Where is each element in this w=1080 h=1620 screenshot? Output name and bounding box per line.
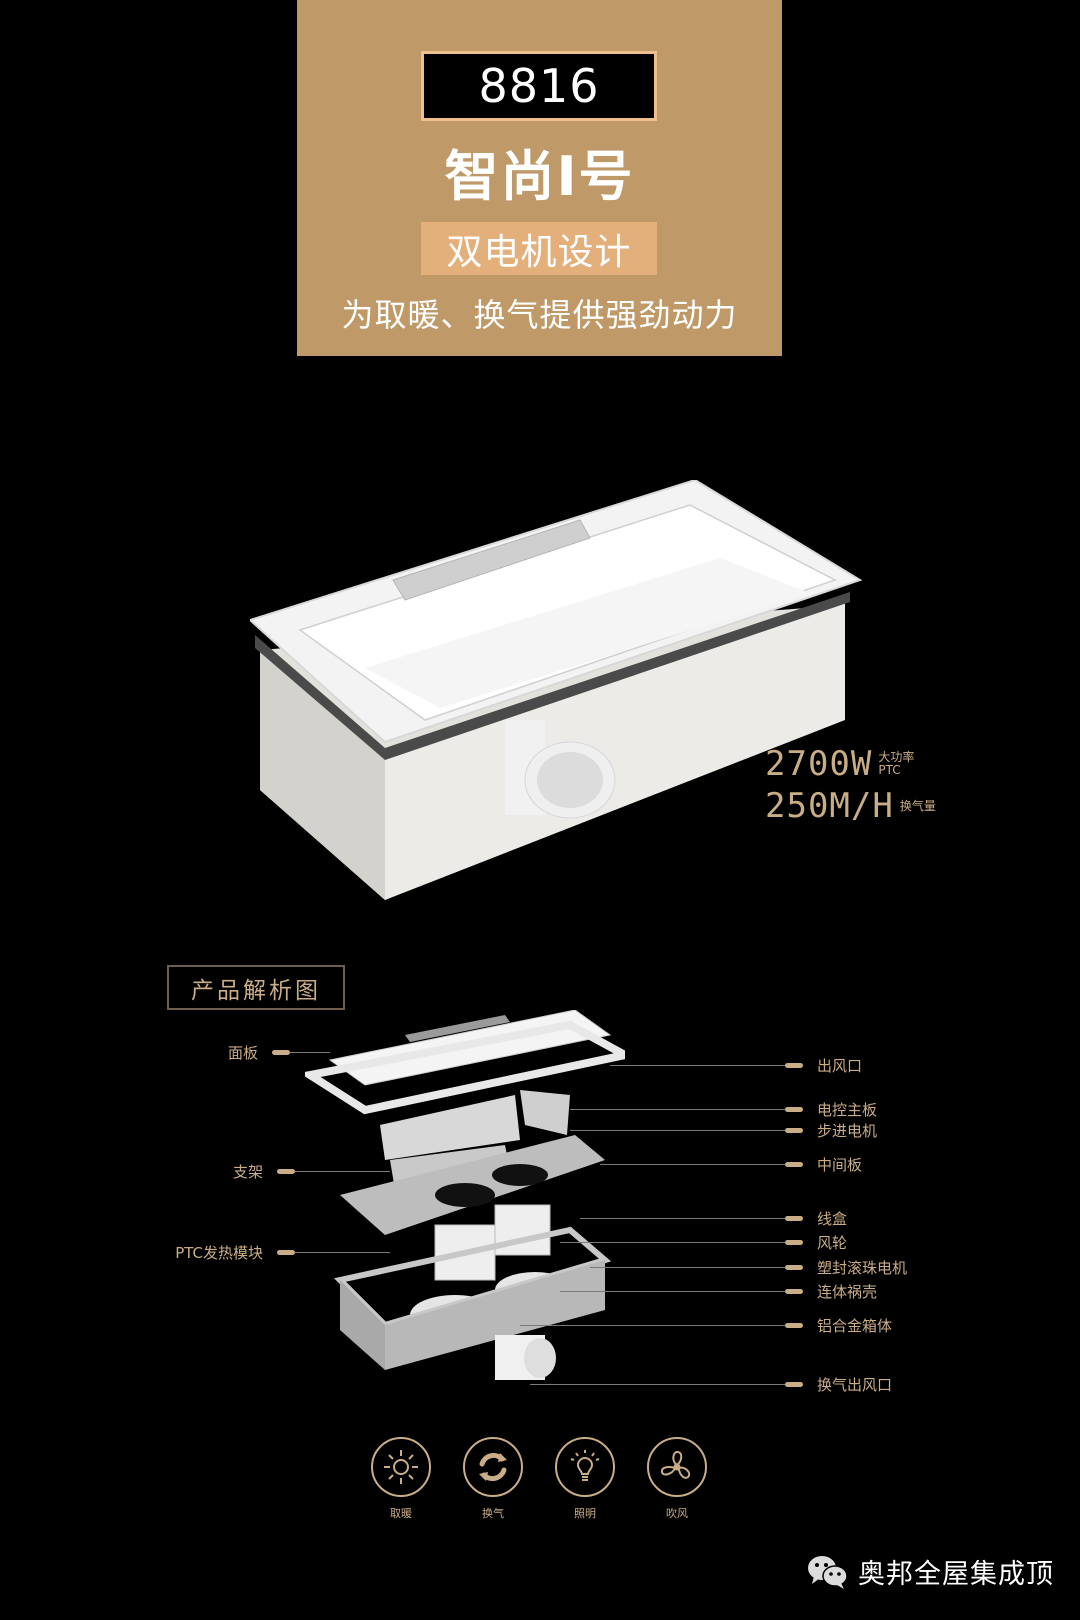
callout-marker xyxy=(785,1323,803,1328)
callout-line xyxy=(580,1218,785,1219)
callout-line xyxy=(295,1252,390,1253)
feature-ventilation: 换气 xyxy=(462,1437,524,1521)
callout-marker xyxy=(785,1265,803,1270)
callout-marker xyxy=(277,1169,295,1174)
callout-label: 风轮 xyxy=(817,1234,848,1252)
header-card: 8816 智尚I号 双电机设计 为取暖、换气提供强劲动力 xyxy=(297,0,782,356)
callout-line xyxy=(600,1164,785,1165)
callout-control-board: 电控主板 xyxy=(570,1099,877,1120)
callout-label: 中间板 xyxy=(817,1156,863,1174)
callout-panel: 面板 xyxy=(180,1042,330,1063)
callout-label: 换气出风口 xyxy=(817,1376,893,1394)
callout-stepper-motor: 步进电机 xyxy=(570,1120,877,1141)
callout-marker xyxy=(785,1382,803,1387)
spec-power-value: 2700W xyxy=(765,744,873,784)
callout-wire-box: 线盒 xyxy=(580,1208,847,1229)
callout-volute: 连体祸壳 xyxy=(560,1281,877,1302)
callout-line xyxy=(590,1267,785,1268)
callout-label: 面板 xyxy=(227,1044,258,1062)
callout-marker xyxy=(785,1240,803,1245)
feature-label: 取暖 xyxy=(390,1507,412,1520)
callout-label: 塑封滚珠电机 xyxy=(817,1259,908,1277)
callout-label: PTC发热模块 xyxy=(175,1244,263,1262)
brand-footer: 奥邦全屋集成顶 xyxy=(806,1552,1054,1591)
callout-line xyxy=(290,1052,330,1053)
callout-label: 出风口 xyxy=(817,1057,863,1075)
callout-line xyxy=(520,1325,785,1326)
callout-exhaust-outlet: 换气出风口 xyxy=(530,1374,892,1395)
callout-marker xyxy=(785,1107,803,1112)
feature-heating: 取暖 xyxy=(370,1437,432,1521)
spec-airflow: 250M/H 换气量 xyxy=(765,786,936,826)
callout-label: 支架 xyxy=(232,1163,263,1181)
callout-marker xyxy=(785,1063,803,1068)
callout-marker xyxy=(785,1162,803,1167)
section-title: 产品解析图 xyxy=(167,965,345,1010)
product-hero-image xyxy=(250,480,863,900)
callout-air-outlet: 出风口 xyxy=(610,1055,862,1076)
callout-line xyxy=(570,1130,785,1131)
brand-name: 奥邦全屋集成顶 xyxy=(858,1559,1054,1590)
bulb-icon xyxy=(555,1437,615,1497)
callout-line xyxy=(560,1291,785,1292)
sun-icon xyxy=(371,1437,431,1497)
callout-label: 连体祸壳 xyxy=(817,1283,878,1301)
refresh-icon xyxy=(463,1437,523,1497)
callout-ptc-module: PTC发热模块 xyxy=(150,1242,390,1263)
callout-line xyxy=(570,1109,785,1110)
callout-marker xyxy=(272,1050,290,1055)
model-number: 8816 xyxy=(421,51,657,121)
spec-power: 2700W 大功率 PTC xyxy=(765,744,914,784)
feature-blowing: 吹风 xyxy=(646,1437,708,1521)
callout-middle-plate: 中间板 xyxy=(600,1154,862,1175)
feature-label: 照明 xyxy=(574,1507,596,1520)
spec-airflow-label: 换气量 xyxy=(899,798,936,813)
callout-label: 铝合金箱体 xyxy=(817,1317,893,1335)
callout-line xyxy=(530,1384,785,1385)
callout-line xyxy=(560,1242,785,1243)
spec-airflow-value: 250M/H xyxy=(765,786,894,826)
callout-label: 电控主板 xyxy=(817,1101,878,1119)
callout-alu-housing: 铝合金箱体 xyxy=(520,1315,892,1336)
callout-label: 线盒 xyxy=(817,1210,848,1228)
callout-fan-wheel: 风轮 xyxy=(560,1232,847,1253)
spec-power-label: 大功率 PTC xyxy=(878,751,914,777)
feature-lighting: 照明 xyxy=(554,1437,616,1521)
callout-ball-motor: 塑封滚珠电机 xyxy=(590,1257,907,1278)
callout-marker xyxy=(785,1289,803,1294)
callout-line xyxy=(610,1065,785,1066)
feature-label: 吹风 xyxy=(666,1507,688,1520)
callout-bracket: 支架 xyxy=(180,1161,390,1182)
fan-icon xyxy=(647,1437,707,1497)
spec-power-label-line1: 大功率 xyxy=(878,750,915,764)
callout-label: 步进电机 xyxy=(817,1122,878,1140)
spec-airflow-label-line1: 换气量 xyxy=(899,798,936,813)
spec-power-label-line2: PTC xyxy=(878,763,901,777)
callout-marker xyxy=(277,1250,295,1255)
callout-line xyxy=(295,1171,390,1172)
wechat-icon xyxy=(808,1555,848,1589)
tagline: 为取暖、换气提供强劲动力 xyxy=(341,296,738,334)
feature-label: 换气 xyxy=(482,1507,504,1520)
exploded-view-image xyxy=(305,1010,625,1380)
series-name: 智尚I号 xyxy=(444,145,635,208)
callout-marker xyxy=(785,1128,803,1133)
callout-marker xyxy=(785,1216,803,1221)
feature-badge: 双电机设计 xyxy=(421,222,657,275)
